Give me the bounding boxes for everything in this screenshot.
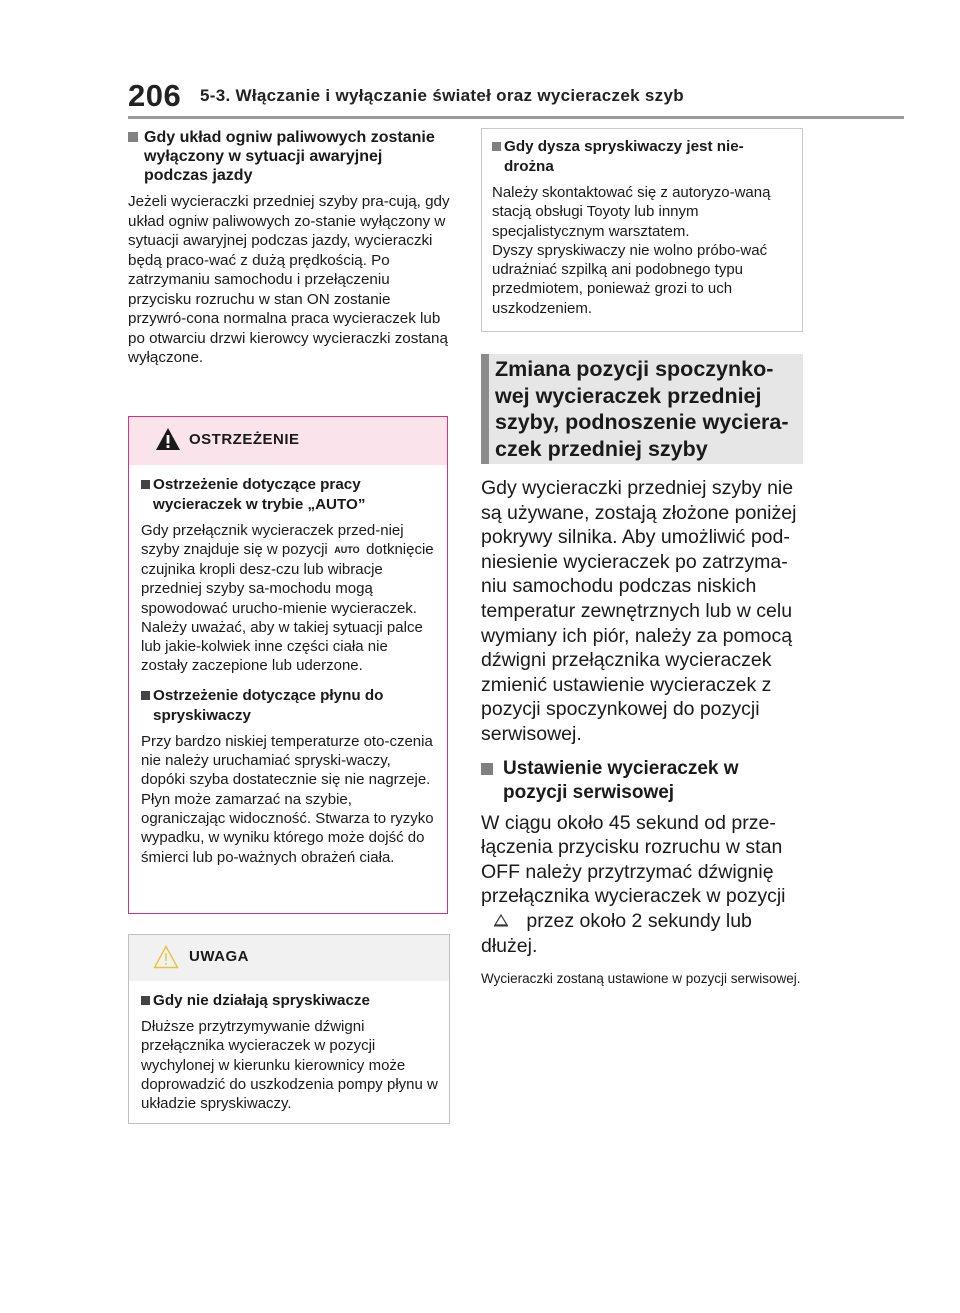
topic-heading: Zmiana pozycji spoczynko-wej wycieraczek…: [481, 354, 803, 464]
info-heading: Gdy dysza spryskiwaczy jest nie-drożna: [492, 137, 792, 177]
warning-box: OSTRZEŻENIE Ostrzeżenie dotyczące pracy …: [128, 416, 448, 914]
header-divider: [128, 116, 904, 119]
right-result: Wycieraczki zostaną ustawione w pozycji …: [481, 970, 801, 986]
warning-item2-body: Przy bardzo niskiej temperaturze oto-cze…: [141, 732, 434, 866]
right-step-after: przez około 2 sekundy lub dłużej.: [481, 909, 752, 958]
left-intro: Gdy układ ogniw paliwowych zostanie wyłą…: [128, 128, 450, 368]
square-bullet-icon: [492, 142, 501, 151]
info-body-1: Należy skontaktować się z autoryzo-waną …: [492, 184, 771, 240]
left-body: Jeżeli wycieraczki przedniej szyby pra-c…: [128, 193, 450, 366]
left-heading: Gdy układ ogniw paliwowych zostanie wyłą…: [128, 128, 450, 185]
square-bullet-icon: [128, 132, 138, 142]
right-step-before: W ciągu około 45 sekund od prze-łączenia…: [481, 811, 786, 908]
warning-item1-body-after: dotknięcie czujnika kropli desz-czu lub …: [141, 541, 434, 675]
warning-triangle-icon: [155, 427, 181, 456]
info-body-2: Dyszy spryskiwaczy nie wolno próbo-wać u…: [492, 241, 768, 317]
notice-box: UWAGA Gdy nie działają spryskiwacze Dłuż…: [128, 934, 450, 1124]
square-bullet-icon: [141, 996, 150, 1005]
wiper-mist-icon: [481, 909, 521, 934]
right-body: Gdy wycieraczki przedniej szyby nie są u…: [481, 476, 803, 988]
warning-item2-heading: Ostrzeżenie dotyczące płynu do spryskiwa…: [141, 686, 437, 726]
section-title: 5-3. Włączanie i wyłączanie świateł oraz…: [200, 86, 684, 105]
square-bullet-icon: [141, 690, 150, 700]
page-number: 206: [128, 78, 182, 113]
right-step: W ciągu około 45 sekund od prze-łączenia…: [481, 811, 803, 959]
right-intro: Gdy wycieraczki przedniej szyby nie są u…: [481, 477, 797, 745]
notice-heading-text: Gdy nie działają spryskiwacze: [153, 992, 370, 1009]
warning-label: OSTRZEŻENIE: [189, 431, 300, 448]
notice-body: Dłuższe przytrzymywanie dźwigni przełącz…: [141, 1018, 438, 1113]
warning-item2-heading-text: Ostrzeżenie dotyczące płynu do spryskiwa…: [153, 686, 384, 724]
warning-item1-body: Gdy przełącznik wycieraczek przed-niej s…: [141, 521, 437, 676]
caution-triangle-icon: [153, 945, 179, 974]
left-heading-text: Gdy układ ogniw paliwowych zostanie wyłą…: [144, 129, 435, 184]
warning-item1-heading: Ostrzeżenie dotyczące pracy wycieraczek …: [141, 475, 437, 515]
right-sub-heading: Ustawienie wycieraczek w pozycji serwiso…: [481, 757, 803, 805]
info-box: Gdy dysza spryskiwaczy jest nie-drożna N…: [481, 128, 803, 332]
notice-heading: Gdy nie działają spryskiwacze: [141, 991, 439, 1011]
notice-header: UWAGA: [129, 935, 449, 981]
square-bullet-icon: [141, 480, 150, 489]
square-bullet-icon: [481, 762, 493, 775]
topic-heading-text: Zmiana pozycji spoczynko-wej wycieraczek…: [495, 357, 789, 461]
warning-item1-heading-text: Ostrzeżenie dotyczące pracy wycieraczek …: [153, 476, 366, 513]
notice-label: UWAGA: [189, 948, 249, 965]
warning-item1-body-before: Gdy przełącznik wycieraczek przed-niej s…: [141, 522, 404, 559]
info-heading-text: Gdy dysza spryskiwaczy jest nie-drożna: [504, 138, 744, 175]
topic-heading-bar: [481, 354, 489, 464]
auto-mode-icon: AUTO: [334, 544, 360, 555]
warning-header: OSTRZEŻENIE: [129, 417, 447, 465]
page-header: 206 5-3. Włączanie i wyłączanie świateł …: [128, 78, 904, 119]
right-sub-heading-text: Ustawienie wycieraczek w pozycji serwiso…: [503, 757, 739, 803]
